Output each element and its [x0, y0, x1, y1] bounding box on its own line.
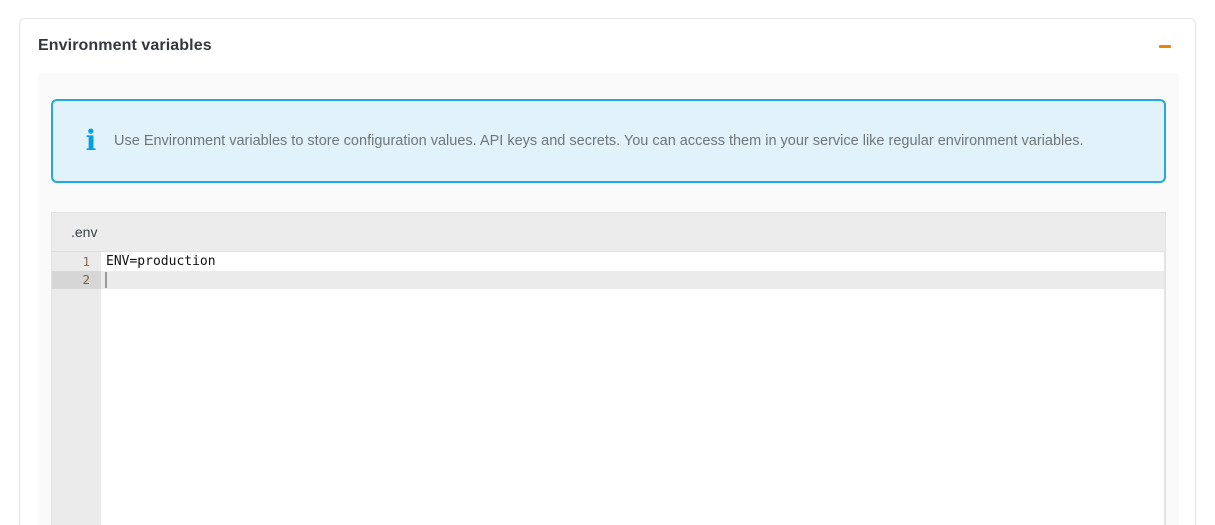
- code-line-active[interactable]: [101, 271, 1165, 289]
- editor-code-column[interactable]: ENV=production: [101, 252, 1165, 525]
- editor-filename-label: .env: [71, 224, 98, 240]
- editor-line-number-gutter: 1 2: [52, 252, 101, 525]
- page-title: Environment variables: [38, 37, 212, 54]
- info-banner-text: Use Environment variables to store confi…: [114, 133, 1084, 149]
- collapse-section-button[interactable]: [1154, 35, 1176, 57]
- info-icon: i: [85, 124, 97, 157]
- editor-content-area[interactable]: 1 2 ENV=production: [52, 252, 1165, 525]
- minus-icon: [1159, 44, 1171, 48]
- environment-variables-card: Environment variables i Use Environment …: [19, 18, 1196, 525]
- card-header: Environment variables: [20, 19, 1195, 73]
- text-cursor: [105, 272, 107, 288]
- info-banner: i Use Environment variables to store con…: [51, 99, 1166, 183]
- line-number: 1: [82, 254, 90, 269]
- editor-right-edge: [1164, 252, 1165, 525]
- code-line[interactable]: ENV=production: [106, 254, 216, 269]
- env-file-editor[interactable]: .env 1 2 ENV=production: [51, 212, 1166, 525]
- editor-file-tab[interactable]: .env: [52, 213, 1165, 252]
- line-number: 2: [52, 271, 101, 289]
